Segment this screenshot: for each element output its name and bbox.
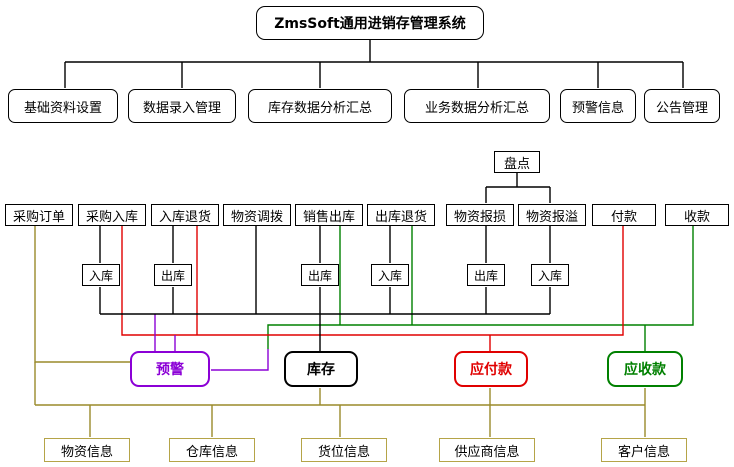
warning-connectors [154,314,269,371]
flow-label-loss-out: 出库 [467,264,505,286]
info-customers: 客户信息 [601,438,687,462]
hub-receivable: 应收款 [607,351,683,387]
main-connectors [64,40,684,352]
hub-payable: 应付款 [454,351,528,387]
hub-stock: 库存 [284,351,358,387]
info-suppliers: 供应商信息 [439,438,535,462]
op-material-transfer: 物资调拨 [223,204,291,226]
base-info-connectors [34,226,646,437]
receivable-connectors [267,226,694,352]
op-outbound-return: 出库退货 [367,204,435,226]
flow-label-sale-return-in: 入库 [371,264,409,286]
info-locations: 货位信息 [301,438,387,462]
system-title: ZmsSoft通用进销存管理系统 [256,6,484,40]
flow-label-purchase-in: 入库 [82,264,120,286]
module-announcements[interactable]: 公告管理 [644,89,720,123]
module-warning-info[interactable]: 预警信息 [560,89,636,123]
op-material-loss: 物资报损 [446,204,514,226]
inventory-check-box: 盘点 [494,151,540,173]
op-sales-outbound: 销售出库 [295,204,363,226]
flow-label-overflow-in: 入库 [531,264,569,286]
op-receipt: 收款 [665,204,729,226]
module-data-entry[interactable]: 数据录入管理 [128,89,236,123]
module-inventory-analysis[interactable]: 库存数据分析汇总 [248,89,392,123]
info-materials: 物资信息 [44,438,130,462]
module-business-analysis[interactable]: 业务数据分析汇总 [404,89,550,123]
module-basic-settings[interactable]: 基础资料设置 [8,89,118,123]
op-material-overflow: 物资报溢 [518,204,586,226]
flow-label-return-out: 出库 [154,264,192,286]
info-warehouses: 仓库信息 [169,438,255,462]
op-inbound-return: 入库退货 [151,204,219,226]
op-payment: 付款 [592,204,656,226]
payable-connectors [121,226,624,352]
op-purchase-order: 采购订单 [5,204,73,226]
hub-warning: 预警 [130,351,210,387]
flow-label-sale-out: 出库 [301,264,339,286]
op-purchase-inbound: 采购入库 [78,204,146,226]
